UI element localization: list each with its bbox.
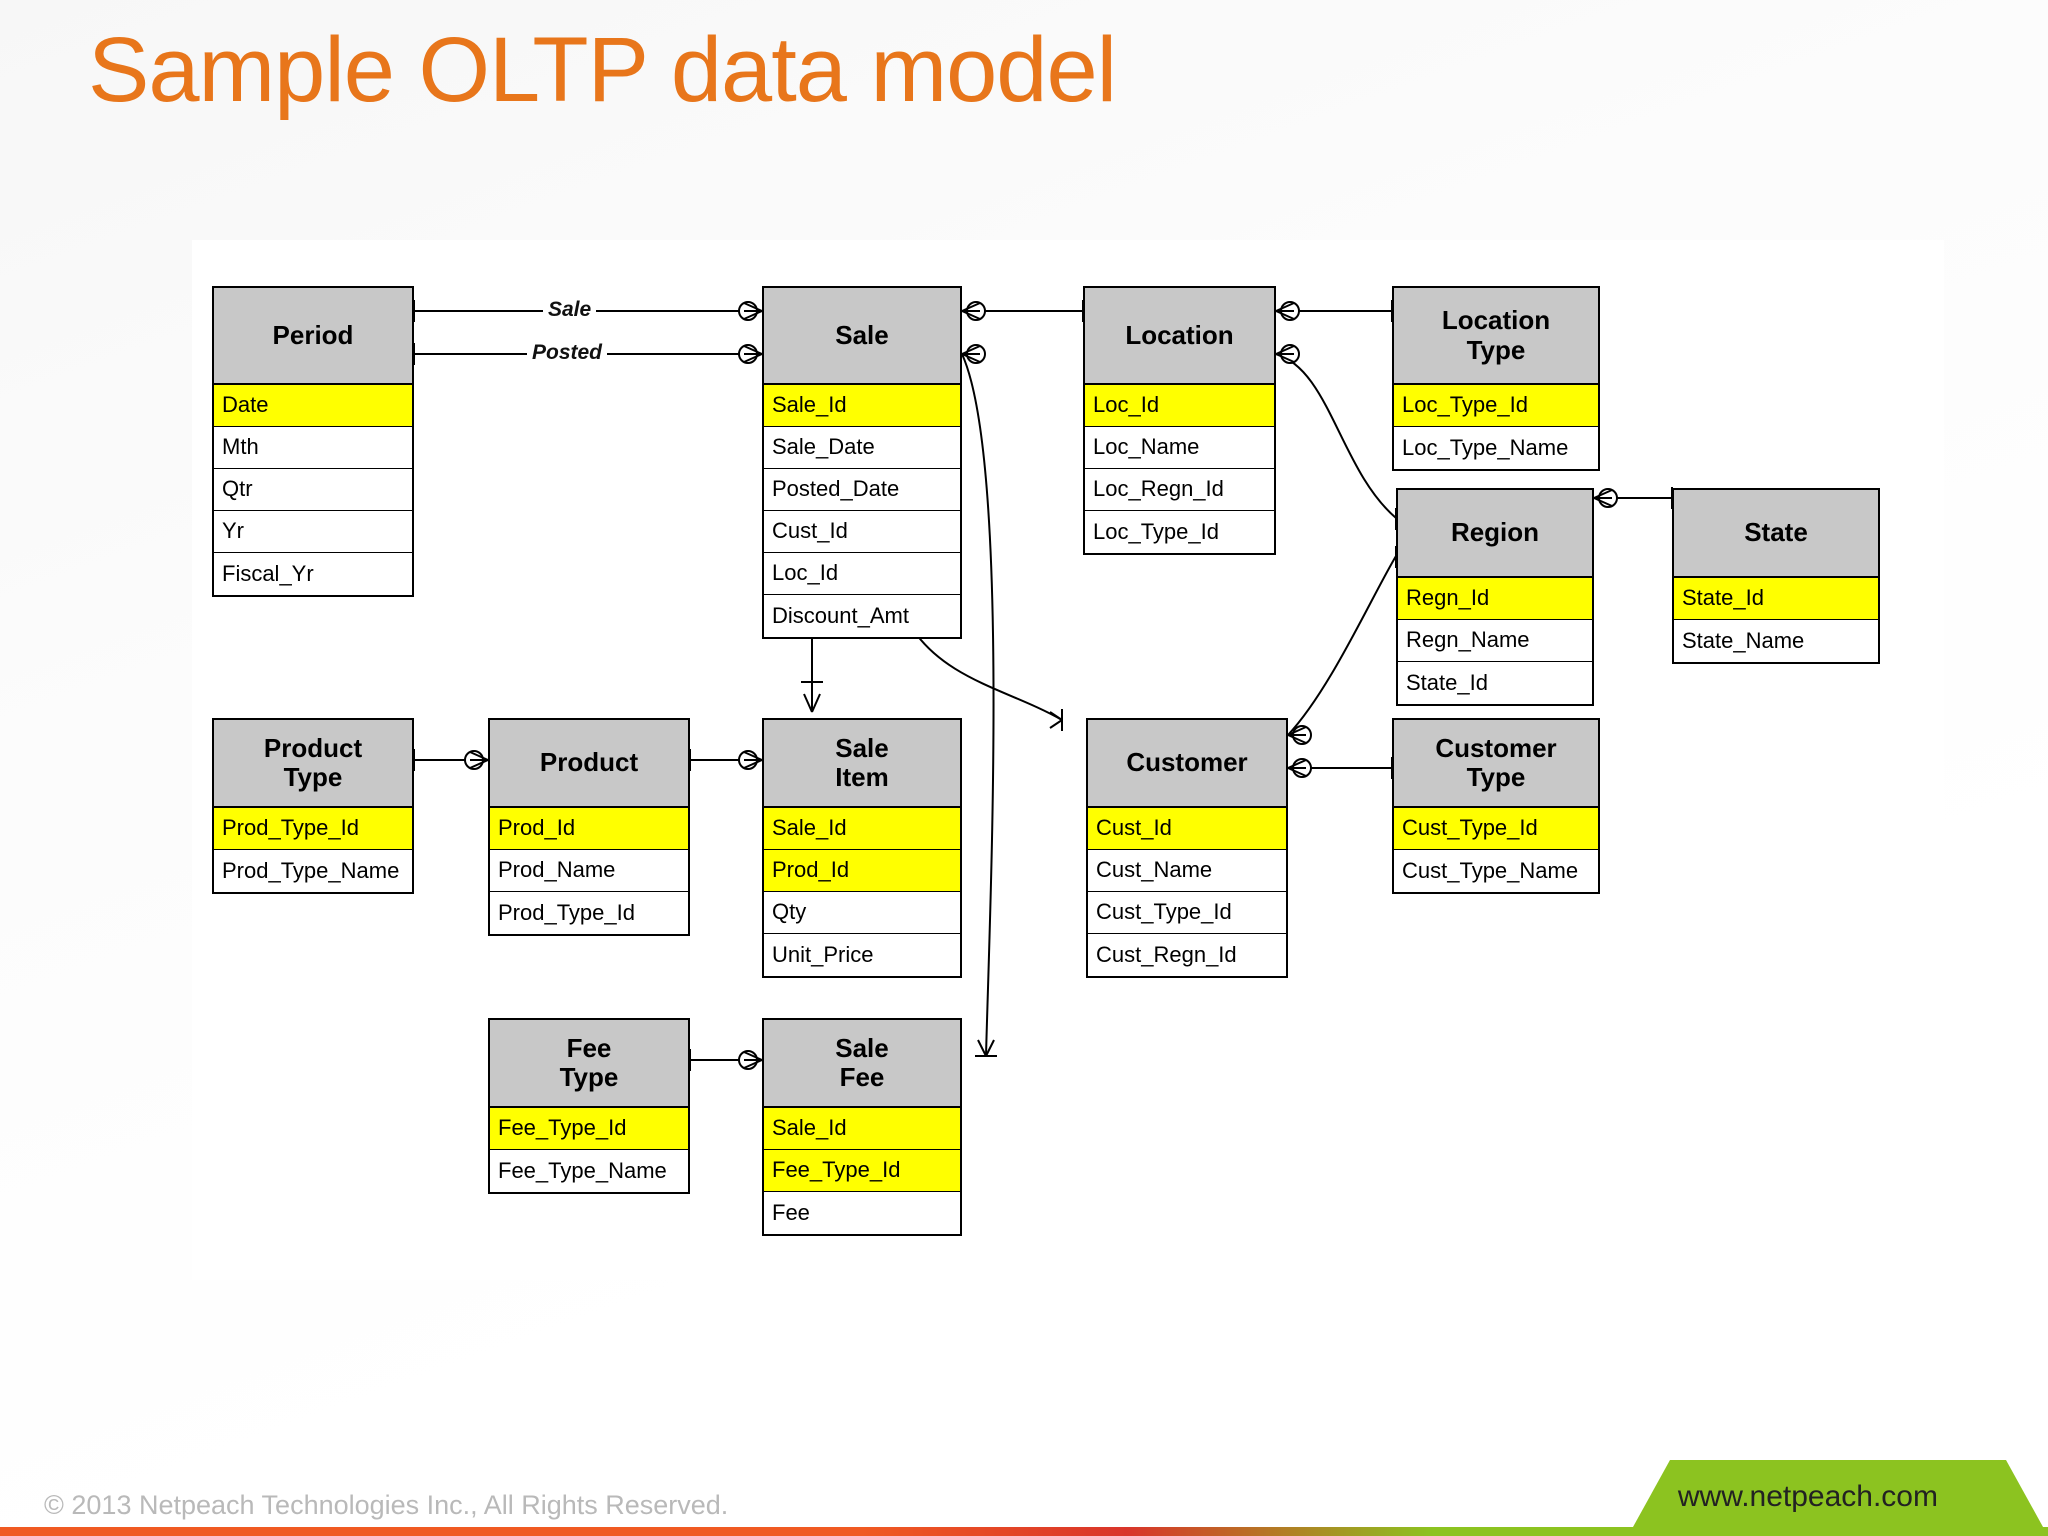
attribute-row: Loc_Id bbox=[1085, 385, 1274, 427]
entity-title: Region bbox=[1398, 490, 1592, 578]
entity-location[interactable]: Location Loc_Id Loc_Name Loc_Regn_Id Loc… bbox=[1083, 286, 1276, 555]
attribute-row: Loc_Regn_Id bbox=[1085, 469, 1274, 511]
attribute-row: Qty bbox=[764, 892, 960, 934]
attribute-row: Sale_Id bbox=[764, 385, 960, 427]
attribute-row: Loc_Type_Name bbox=[1394, 427, 1598, 469]
attribute-row: Loc_Name bbox=[1085, 427, 1274, 469]
attribute-row: Cust_Id bbox=[1088, 808, 1286, 850]
attribute-row: Prod_Id bbox=[490, 808, 688, 850]
entity-fee-type[interactable]: Fee Type Fee_Type_Id Fee_Type_Name bbox=[488, 1018, 690, 1194]
attribute-row: Prod_Type_Name bbox=[214, 850, 412, 892]
entity-title: Period bbox=[214, 288, 412, 385]
attribute-row: Cust_Id bbox=[764, 511, 960, 553]
entity-title: Product Type bbox=[214, 720, 412, 808]
attribute-row: Loc_Id bbox=[764, 553, 960, 595]
attribute-row: State_Name bbox=[1674, 620, 1878, 662]
attribute-row: Prod_Type_Id bbox=[214, 808, 412, 850]
entity-product-type[interactable]: Product Type Prod_Type_Id Prod_Type_Name bbox=[212, 718, 414, 894]
attribute-row: Fee_Type_Name bbox=[490, 1150, 688, 1192]
entity-region[interactable]: Region Regn_Id Regn_Name State_Id bbox=[1396, 488, 1594, 706]
attribute-row: Sale_Date bbox=[764, 427, 960, 469]
entity-title: Sale Fee bbox=[764, 1020, 960, 1108]
attribute-row: Mth bbox=[214, 427, 412, 469]
entity-period[interactable]: Period Date Mth Qtr Yr Fiscal_Yr bbox=[212, 286, 414, 597]
attribute-row: Loc_Type_Id bbox=[1394, 385, 1598, 427]
attribute-row: Yr bbox=[214, 511, 412, 553]
attribute-row: Cust_Regn_Id bbox=[1088, 934, 1286, 976]
attribute-row: Fee_Type_Id bbox=[490, 1108, 688, 1150]
entity-title: Fee Type bbox=[490, 1020, 688, 1108]
attribute-row: Prod_Name bbox=[490, 850, 688, 892]
relationship-label-posted: Posted bbox=[527, 341, 608, 365]
attribute-row: Discount_Amt bbox=[764, 595, 960, 637]
attribute-row: Fee bbox=[764, 1192, 960, 1234]
attribute-row: Qtr bbox=[214, 469, 412, 511]
entity-product[interactable]: Product Prod_Id Prod_Name Prod_Type_Id bbox=[488, 718, 690, 936]
attribute-row: Sale_Id bbox=[764, 808, 960, 850]
entity-customer-type[interactable]: Customer Type Cust_Type_Id Cust_Type_Nam… bbox=[1392, 718, 1600, 894]
attribute-row: Sale_Id bbox=[764, 1108, 960, 1150]
entity-title: Customer Type bbox=[1394, 720, 1598, 808]
attribute-row: Regn_Name bbox=[1398, 620, 1592, 662]
entity-title: Sale bbox=[764, 288, 960, 385]
attribute-row: State_Id bbox=[1398, 662, 1592, 704]
entity-title: Location bbox=[1085, 288, 1274, 385]
entity-sale[interactable]: Sale Sale_Id Sale_Date Posted_Date Cust_… bbox=[762, 286, 962, 639]
entity-customer[interactable]: Customer Cust_Id Cust_Name Cust_Type_Id … bbox=[1086, 718, 1288, 978]
attribute-row: State_Id bbox=[1674, 578, 1878, 620]
attribute-row: Unit_Price bbox=[764, 934, 960, 976]
bottom-stripe bbox=[0, 1527, 2048, 1536]
entity-title: State bbox=[1674, 490, 1878, 578]
attribute-row: Cust_Type_Id bbox=[1088, 892, 1286, 934]
entity-title: Sale Item bbox=[764, 720, 960, 808]
entity-state[interactable]: State State_Id State_Name bbox=[1672, 488, 1880, 664]
attribute-row: Posted_Date bbox=[764, 469, 960, 511]
copyright-notice: © 2013 Netpeach Technologies Inc., All R… bbox=[44, 1490, 729, 1520]
attribute-row: Prod_Id bbox=[764, 850, 960, 892]
entity-sale-item[interactable]: Sale Item Sale_Id Prod_Id Qty Unit_Price bbox=[762, 718, 962, 978]
website-tab bbox=[1628, 1460, 2048, 1536]
attribute-row: Prod_Type_Id bbox=[490, 892, 688, 934]
attribute-row: Fee_Type_Id bbox=[764, 1150, 960, 1192]
entity-sale-fee[interactable]: Sale Fee Sale_Id Fee_Type_Id Fee bbox=[762, 1018, 962, 1236]
website-link[interactable]: www.netpeach.com bbox=[1677, 1480, 1938, 1513]
attribute-row: Cust_Type_Name bbox=[1394, 850, 1598, 892]
entity-title: Product bbox=[490, 720, 688, 808]
attribute-row: Cust_Name bbox=[1088, 850, 1286, 892]
attribute-row: Cust_Type_Id bbox=[1394, 808, 1598, 850]
attribute-row: Date bbox=[214, 385, 412, 427]
entity-title: Customer bbox=[1088, 720, 1286, 808]
attribute-row: Regn_Id bbox=[1398, 578, 1592, 620]
attribute-row: Fiscal_Yr bbox=[214, 553, 412, 595]
attribute-row: Loc_Type_Id bbox=[1085, 511, 1274, 553]
page-title: Sample OLTP data model bbox=[88, 19, 1117, 121]
entity-title: Location Type bbox=[1394, 288, 1598, 385]
relationship-label-sale: Sale bbox=[543, 298, 597, 322]
entity-location-type[interactable]: Location Type Loc_Type_Id Loc_Type_Name bbox=[1392, 286, 1600, 471]
